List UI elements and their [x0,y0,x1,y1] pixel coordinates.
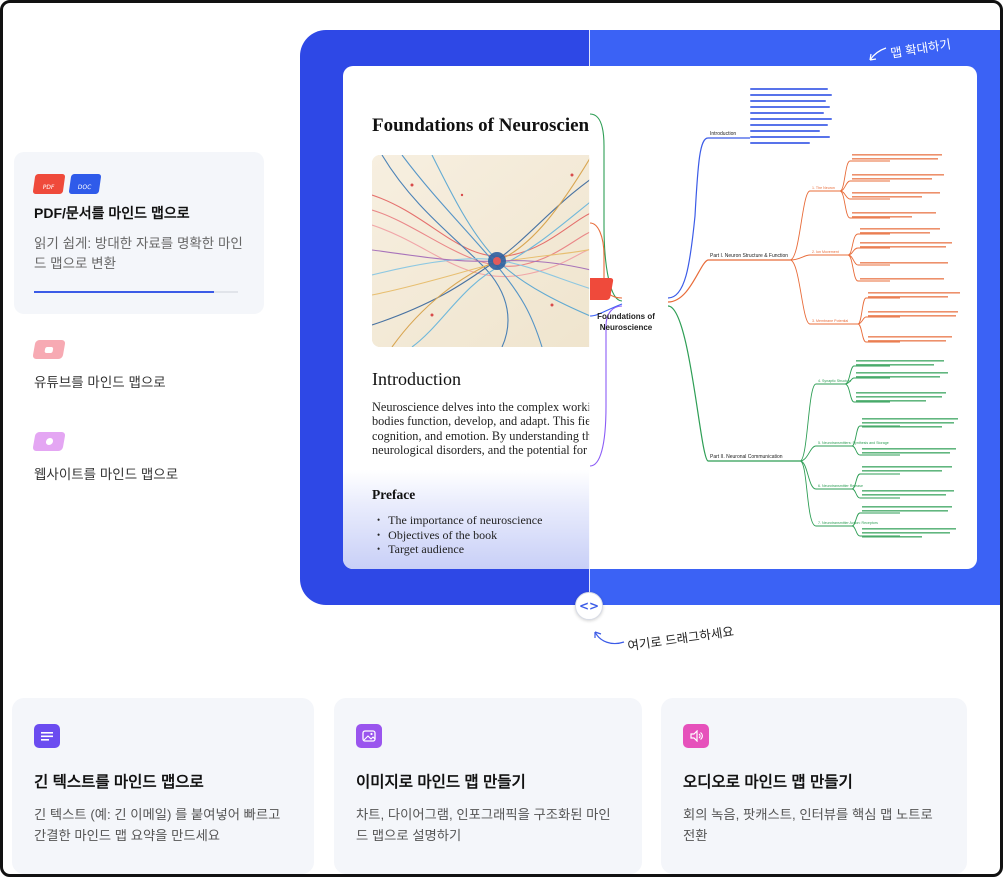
text-lines-icon [34,724,60,748]
feature-title: PDF/문서를 마인드 맵으로 [34,205,190,221]
globe-icon [32,432,66,451]
feature-label: 유튜브를 마인드 맵으로 [34,375,166,390]
svg-text:3. Membrane Potential: 3. Membrane Potential [812,319,848,323]
intro-heading: Introduction [372,369,461,389]
neuron-illustration [372,155,590,347]
card-description: 긴 텍스트 (예: 긴 이메일) 를 붙여넣어 빠르고 간결한 마인드 맵 요약… [34,807,281,843]
speaker-icon [683,724,709,748]
svg-text:Part II. Neuronal Communicatio: Part II. Neuronal Communication [710,454,783,460]
center-pdf-icon: PDF [590,278,659,300]
intro-paragraph: Neuroscience delves into the complex wor… [372,400,590,458]
card-audio[interactable]: 오디오로 마인드 맵 만들기 회의 녹음, 팟캐스트, 인터뷰를 핵심 맵 노트… [661,698,967,874]
compare-divider-line[interactable] [589,30,590,605]
pdf-file-icon: PDF [32,174,66,194]
preface-item: Objectives of the book [377,528,542,543]
demo-panel: Foundations of Neuroscience [300,30,1000,605]
svg-text:5. Neurotransmitters: Synthesi: 5. Neurotransmitters: Synthesis and Stor… [818,441,889,445]
compare-drag-handle[interactable]: <> [575,592,603,620]
card-title: 오디오로 마인드 맵 만들기 [683,774,853,791]
svg-text:Introduction: Introduction [710,131,736,137]
svg-text:Neuroscience: Neuroscience [600,323,653,332]
document-preview-card: Foundations of Neuroscience [343,66,590,569]
zoom-hint-arrow-icon [869,47,887,61]
card-title: 이미지로 마인드 맵 만들기 [356,774,526,791]
svg-text:Part I. Neuron Structure & Fun: Part I. Neuron Structure & Function [710,253,788,259]
intro-line: neurological disorders, and the potentia… [372,443,590,458]
card-long-text[interactable]: 긴 텍스트를 마인드 맵으로 긴 텍스트 (예: 긴 이메일) 를 붙여넣어 빠… [12,698,314,874]
preface-item: The importance of neuroscience [377,513,542,528]
preface-item: Target audience [377,542,542,557]
mindmap-diagram: PDF Foundations of Neuroscience Introduc… [590,88,960,538]
card-description: 차트, 다이어그램, 인포그래픽을 구조화된 마인드 맵으로 설명하기 [356,807,611,843]
preface-list: The importance of neuroscience Objective… [377,513,542,557]
svg-text:2. Ion Movement: 2. Ion Movement [812,250,839,254]
card-description: 회의 녹음, 팟캐스트, 인터뷰를 핵심 맵 노트로 전환 [683,807,933,843]
document-title: Foundations of Neuroscience [372,115,590,136]
file-type-icons: PDF DOC [32,174,244,194]
feature-youtube-to-mindmap[interactable]: 유튜브를 마인드 맵으로 [32,340,254,391]
card-title: 긴 텍스트를 마인드 맵으로 [34,774,204,791]
card-image[interactable]: 이미지로 마인드 맵 만들기 차트, 다이어그램, 인포그래픽을 구조화된 마인… [334,698,642,874]
preface-heading: Preface [372,487,416,502]
mindmap-preview-card[interactable]: PDF Foundations of Neuroscience Introduc… [590,66,977,569]
progress-fill [34,291,214,293]
drag-hint-arrow-icon [594,631,625,645]
feature-label: 웹사이트를 마인드 맵으로 [34,467,179,482]
intro-line: cognition, and emotion. By understanding… [372,428,590,443]
svg-text:Foundations of: Foundations of [597,312,655,321]
feature-website-to-mindmap[interactable]: 웹사이트를 마인드 맵으로 [32,432,254,483]
feature-description: 읽기 쉽게: 방대한 자료를 명확한 마인드 맵으로 변환 [34,236,243,271]
svg-text:1. The Neuron: 1. The Neuron [812,186,835,190]
svg-text:7. Neurotransmitter Action: Re: 7. Neurotransmitter Action: Receptors [818,521,878,525]
intro-line: Neuroscience delves into the complex wor… [372,400,590,414]
intro-line: bodies function, develop, and adapt. Thi… [372,414,590,429]
svg-text:PDF: PDF [647,292,659,298]
svg-text:6. Neurotransmitter Release: 6. Neurotransmitter Release [818,484,863,488]
chevrons-left-right-icon: <> [578,599,600,613]
feature-progress-bar [34,291,238,293]
doc-file-icon: DOC [68,174,102,194]
image-icon [356,724,382,748]
youtube-icon [32,340,66,359]
svg-text:4. Synaptic Structure: 4. Synaptic Structure [818,379,851,383]
feature-pdf-to-mindmap[interactable]: PDF DOC PDF/문서를 마인드 맵으로 읽기 쉽게: 방대한 자료를 명… [14,152,264,314]
